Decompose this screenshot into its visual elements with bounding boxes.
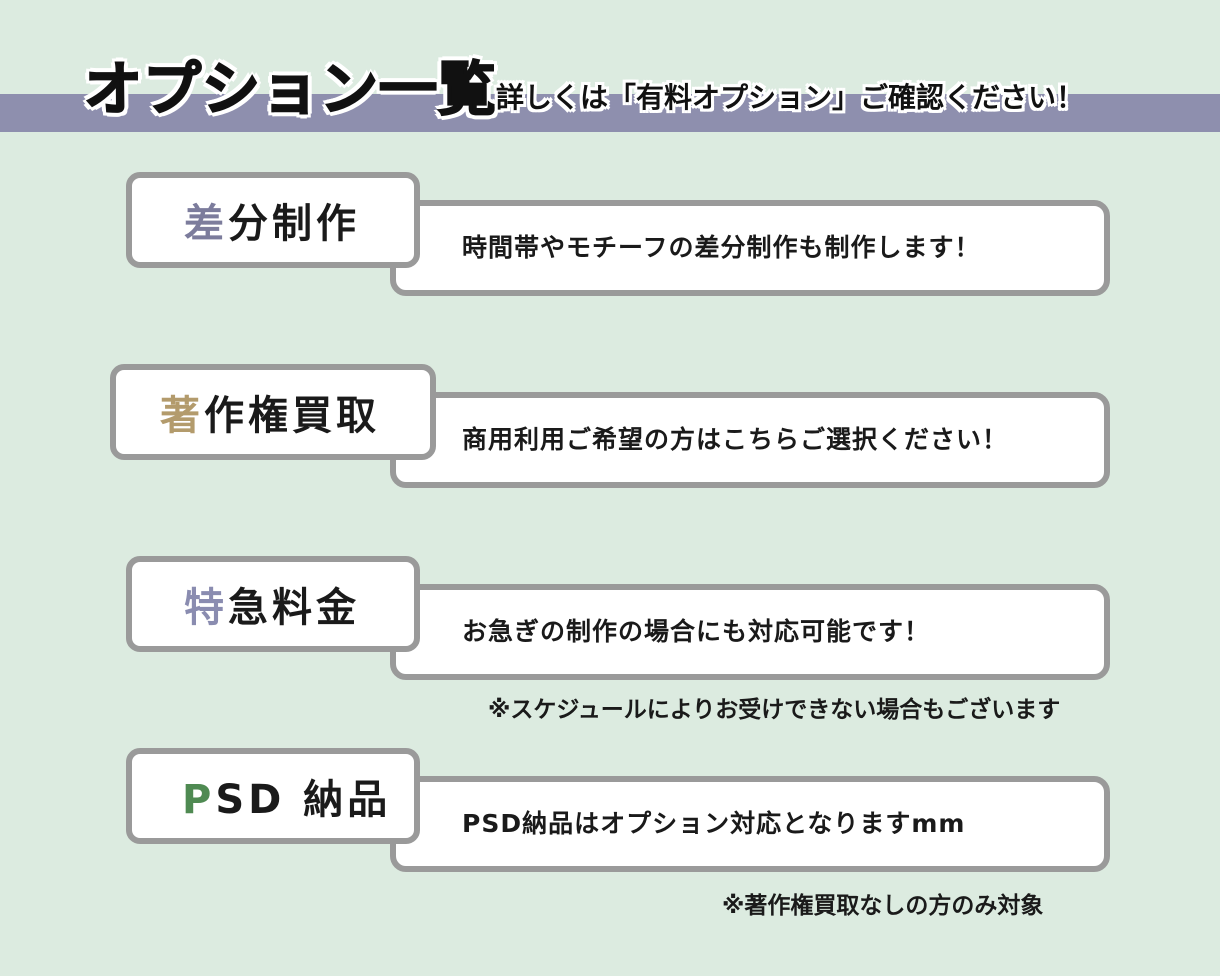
page-title: オプション一覧 [83, 54, 498, 124]
option-label-box: PSD 納品 [126, 748, 420, 844]
option-label-rest: 作権買取 [204, 393, 380, 439]
option-label: 著作権買取 [160, 383, 380, 441]
option-label-rest: SD 納品 [215, 777, 392, 823]
option-description-box: 時間帯やモチーフの差分制作も制作します！ [390, 200, 1110, 296]
option-description: PSD納品はオプション対応となりますmm [462, 809, 966, 838]
option-label-rest: 急料金 [228, 585, 360, 631]
option-description-box: PSD納品はオプション対応となりますmm [390, 776, 1110, 872]
option-label: 特急料金 [184, 575, 360, 633]
option-description-box: 商用利用ご希望の方はこちらご選択ください！ [390, 392, 1110, 488]
option-description: お急ぎの制作の場合にも対応可能です！ [462, 617, 931, 646]
option-note: ※スケジュールによりお受けできない場合もございます [488, 697, 1061, 723]
option-label-rest: 分制作 [228, 201, 360, 247]
option-label: PSD 納品 [182, 767, 391, 825]
option-label-box: 特急料金 [126, 556, 420, 652]
option-label: 差分制作 [184, 191, 360, 249]
option-note: ※著作権買取なしの方のみ対象 [722, 893, 1044, 919]
page-subtitle: 詳しくは「有料オプション」ご確認ください！ [496, 81, 1085, 114]
option-label-accent-char: 著 [160, 393, 204, 439]
header-band [0, 94, 1220, 132]
option-label-box: 著作権買取 [110, 364, 436, 460]
option-label-accent-char: P [182, 777, 216, 823]
option-description: 時間帯やモチーフの差分制作も制作します！ [462, 233, 981, 262]
option-description: 商用利用ご希望の方はこちらご選択ください！ [462, 425, 1009, 454]
option-label-accent-char: 特 [184, 585, 228, 631]
option-label-accent-char: 差 [184, 201, 228, 247]
option-description-box: お急ぎの制作の場合にも対応可能です！ [390, 584, 1110, 680]
option-label-box: 差分制作 [126, 172, 420, 268]
